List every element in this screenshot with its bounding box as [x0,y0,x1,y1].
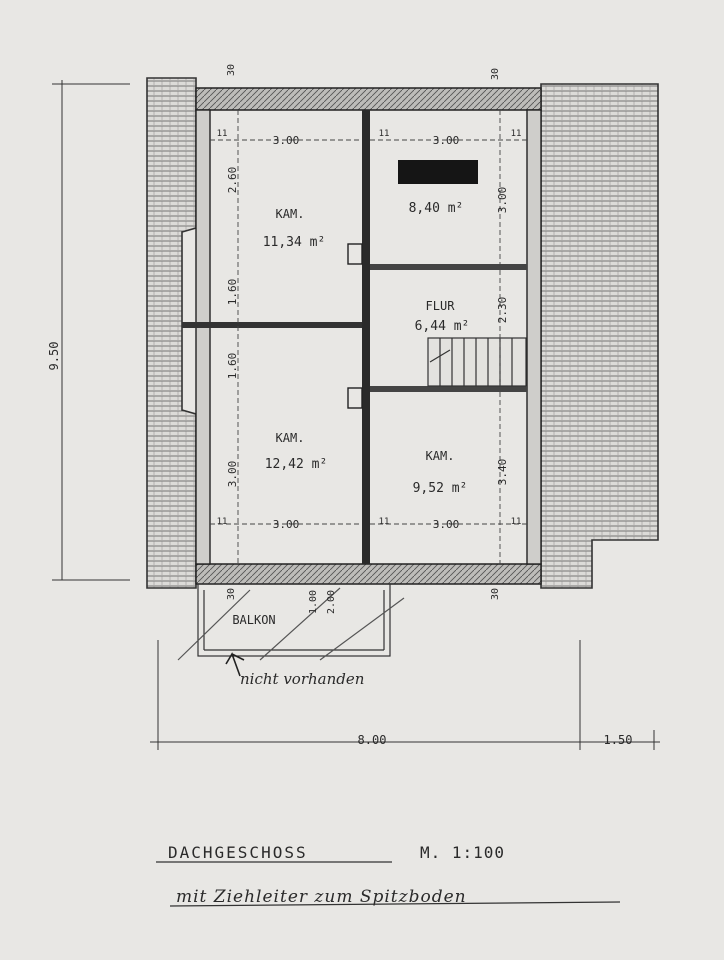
dim-right-seg2: 2.30 [496,297,509,324]
tick-label: 11 [379,517,390,527]
dim-wall-top-right: 30 [490,68,501,80]
tick-label: 11 [511,129,522,139]
chimney-upper [347,243,363,265]
plan-title: DACHGESCHOSS [168,843,308,862]
roof-slope-right [540,83,659,589]
dim-left-seg4: 3.00 [226,461,239,488]
tick-label: 11 [379,129,390,139]
dim-extra-width: 1.50 [604,733,633,747]
wall-center-vertical [362,110,370,564]
dim-balkon-w2: 2.00 [326,590,337,614]
balcony [177,583,405,661]
plan-scale: M. 1:100 [420,843,505,862]
room-name-balkon: BALKON [232,613,275,627]
dim-total-height: 9.50 [47,342,61,371]
outer-dimension-lines [52,80,660,750]
dim-left-seg3: 1.60 [226,353,239,380]
annotation-arrow [225,652,245,677]
room-name-kam-top-left: KAM. [276,207,305,221]
room-area-flur: 6,44 m² [415,319,470,334]
wall-left [195,109,211,565]
dim-bottom-right-width: 3.00 [433,518,460,531]
dim-left-seg1: 2.60 [226,167,239,194]
dim-wall-bottom-left: 30 [226,588,237,600]
dim-wall-top-left: 30 [226,64,237,76]
tick-label: 11 [217,129,228,139]
wall-bottom [195,563,542,585]
room-area-kam-bottom-right: 9,52 m² [413,481,468,496]
tick-label: 11 [217,517,228,527]
redaction-bar [398,160,478,184]
dim-bottom-left-width: 3.00 [273,518,300,531]
subtitle-underline [169,901,621,907]
room-area-kam-top-left: 11,34 m² [263,235,326,250]
wall-stair-bottom [370,386,527,392]
room-name-flur: FLUR [426,299,456,313]
room-name-kam-bottom-right: KAM. [426,449,455,463]
roof-slope-left [146,77,197,589]
wall-top [195,87,542,111]
wall-right [526,109,542,565]
tick-label: 11 [511,517,522,527]
dim-right-seg1: 3.00 [496,187,509,214]
dim-left-seg2: 1.60 [226,279,239,306]
inner-dimension-lines [210,110,527,564]
dim-total-width: 8.00 [358,733,387,747]
wall-left-middle [182,322,362,328]
dim-top-left-width: 3.00 [273,134,300,147]
annotation-nicht-vorhanden: nicht vorhanden [240,670,364,688]
dim-wall-bottom-right: 30 [490,588,501,600]
room-name-kam-bottom-left: KAM. [276,431,305,445]
staircase [427,337,527,387]
chimney-lower [347,387,363,409]
dim-right-seg3: 3.40 [496,459,509,486]
dim-balkon-w1: 1.00 [308,590,319,614]
plan-subtitle: mit Ziehleiter zum Spitzboden [176,887,467,907]
room-area-kam-bottom-left: 12,42 m² [265,457,328,472]
wall-bath-bottom [370,264,527,270]
room-area-bath: 8,40 m² [409,201,464,216]
dim-top-right-width: 3.00 [433,134,460,147]
